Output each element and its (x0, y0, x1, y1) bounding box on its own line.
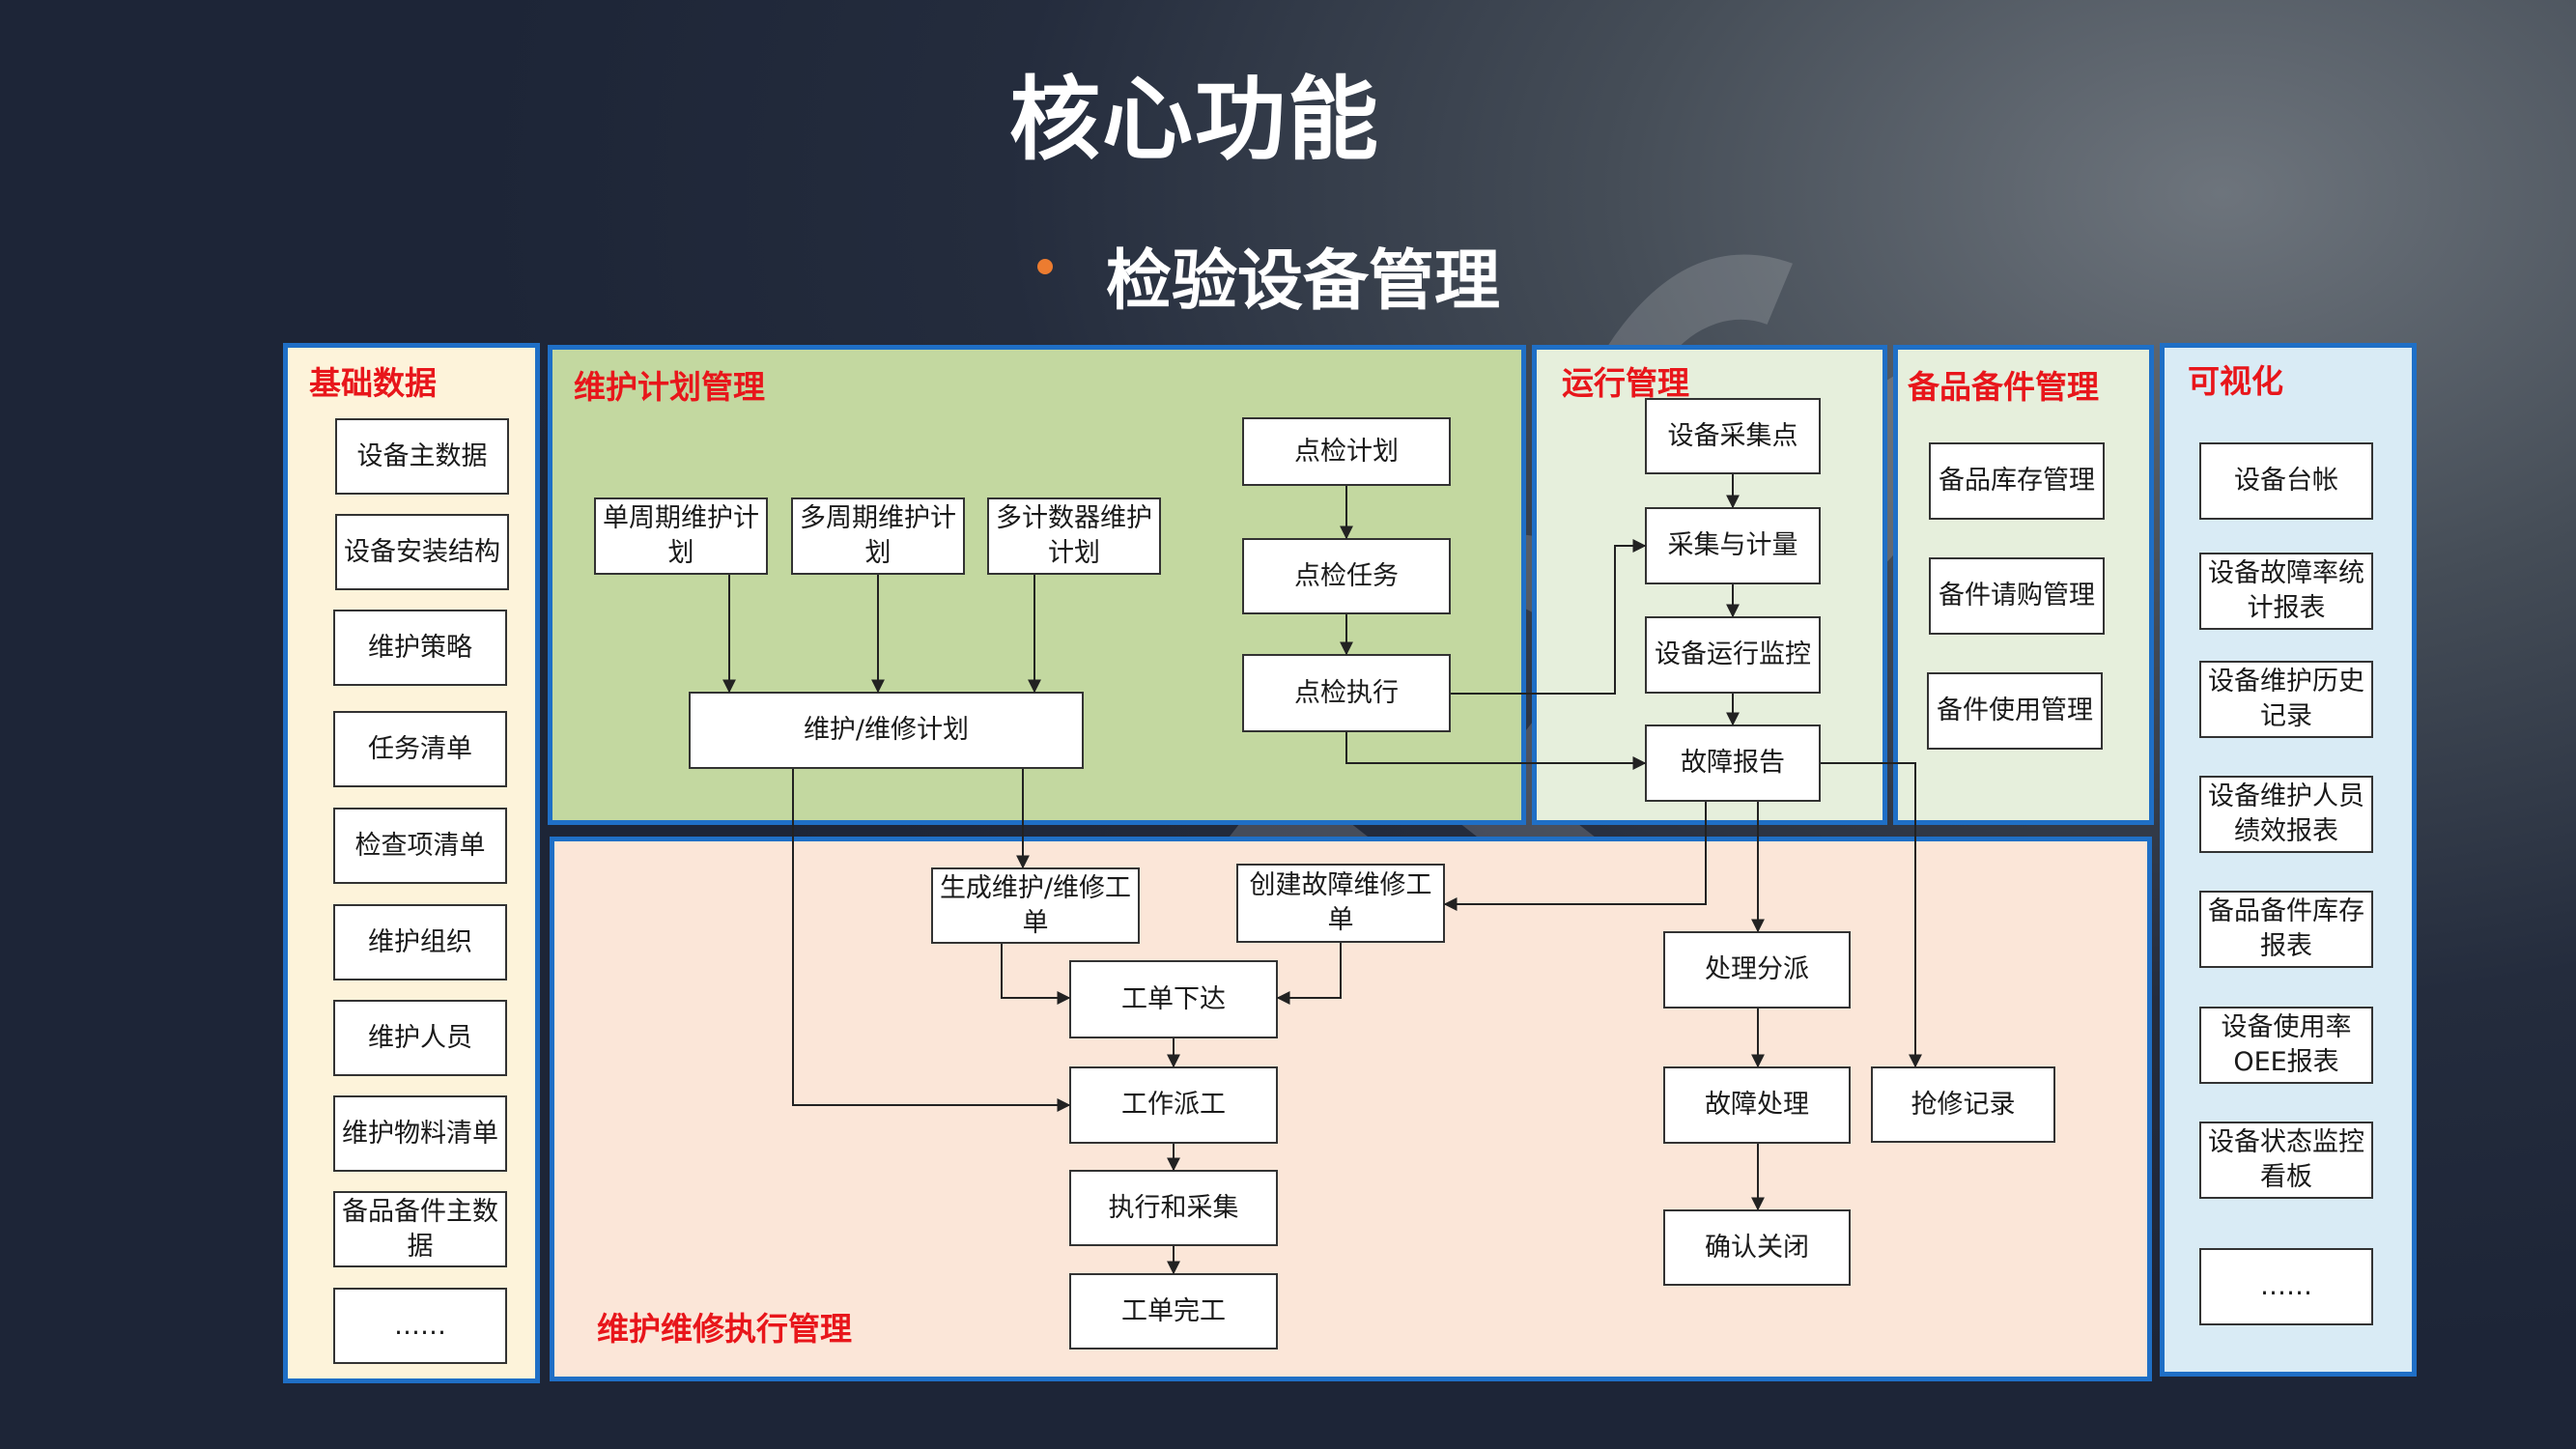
run-fault-report[interactable]: 故障报告 (1645, 724, 1821, 802)
basic-item-spare-master[interactable]: 备品备件主数据 (333, 1191, 507, 1267)
plan-multi-counter[interactable]: 多计数器维护计划 (987, 497, 1161, 575)
exec-fault-handle[interactable]: 故障处理 (1663, 1066, 1851, 1144)
panel-maintenance-execution-title: 维护维修执行管理 (597, 1310, 852, 1348)
visual-ledger[interactable]: 设备台帐 (2199, 442, 2373, 520)
plan-inspection-task[interactable]: 点检任务 (1242, 538, 1451, 614)
basic-item-strategy[interactable]: 维护策略 (333, 610, 507, 686)
plan-inspection-plan[interactable]: 点检计划 (1242, 417, 1451, 486)
basic-item-task-list[interactable]: 任务清单 (333, 711, 507, 787)
exec-execute-collect[interactable]: 执行和采集 (1069, 1170, 1278, 1246)
plan-inspection-execute[interactable]: 点检执行 (1242, 654, 1451, 732)
spare-inventory[interactable]: 备品库存管理 (1929, 442, 2105, 520)
panel-spare-parts-title: 备品备件管理 (1908, 368, 2099, 406)
visual-status-dashboard[interactable]: 设备状态监控看板 (2199, 1122, 2373, 1199)
basic-item-more[interactable]: …… (333, 1288, 507, 1364)
exec-generate-order[interactable]: 生成维护/维修工单 (931, 867, 1140, 944)
basic-item-check-list[interactable]: 检查项清单 (333, 808, 507, 884)
exec-confirm-close[interactable]: 确认关闭 (1663, 1209, 1851, 1286)
plan-multi-cycle[interactable]: 多周期维护计划 (791, 497, 965, 575)
basic-item-organization[interactable]: 维护组织 (333, 904, 507, 980)
panel-maintenance-plan-title: 维护计划管理 (574, 368, 765, 406)
exec-work-dispatch[interactable]: 工作派工 (1069, 1066, 1278, 1144)
plan-single-cycle[interactable]: 单周期维护计划 (594, 497, 768, 575)
basic-item-equipment-master[interactable]: 设备主数据 (335, 418, 509, 495)
exec-order-issue[interactable]: 工单下达 (1069, 960, 1278, 1038)
visual-personnel-performance[interactable]: 设备维护人员绩效报表 (2199, 776, 2373, 853)
plan-maintenance-plan[interactable]: 维护/维修计划 (689, 692, 1084, 769)
run-collect-point[interactable]: 设备采集点 (1645, 398, 1821, 474)
visual-oee-report[interactable]: 设备使用率OEE报表 (2199, 1007, 2373, 1084)
basic-item-install-structure[interactable]: 设备安装结构 (335, 514, 509, 590)
exec-order-complete[interactable]: 工单完工 (1069, 1273, 1278, 1350)
panel-visualization-title: 可视化 (2188, 362, 2283, 400)
spare-purchase[interactable]: 备件请购管理 (1929, 557, 2105, 635)
page-title: 核心功能 (1008, 68, 1380, 173)
exec-repair-record[interactable]: 抢修记录 (1871, 1066, 2055, 1143)
exec-handle-dispatch[interactable]: 处理分派 (1663, 931, 1851, 1009)
visual-fault-rate-report[interactable]: 设备故障率统计报表 (2199, 553, 2373, 630)
visual-more[interactable]: …… (2199, 1248, 2373, 1325)
visual-spare-inventory-report[interactable]: 备品备件库存报表 (2199, 891, 2373, 968)
exec-create-fault-order[interactable]: 创建故障维修工单 (1236, 864, 1445, 943)
basic-item-material-list[interactable]: 维护物料清单 (333, 1095, 507, 1172)
run-collect-measure[interactable]: 采集与计量 (1645, 507, 1821, 584)
bullet-dot (1037, 259, 1053, 274)
panel-operation-title: 运行管理 (1562, 364, 1689, 402)
page-subtitle: 检验设备管理 (1106, 243, 1501, 320)
visual-maintenance-history[interactable]: 设备维护历史记录 (2199, 661, 2373, 738)
spare-usage[interactable]: 备件使用管理 (1927, 672, 2103, 750)
basic-item-personnel[interactable]: 维护人员 (333, 1000, 507, 1076)
panel-basic-data-title: 基础数据 (309, 364, 437, 402)
run-monitor[interactable]: 设备运行监控 (1645, 616, 1821, 694)
